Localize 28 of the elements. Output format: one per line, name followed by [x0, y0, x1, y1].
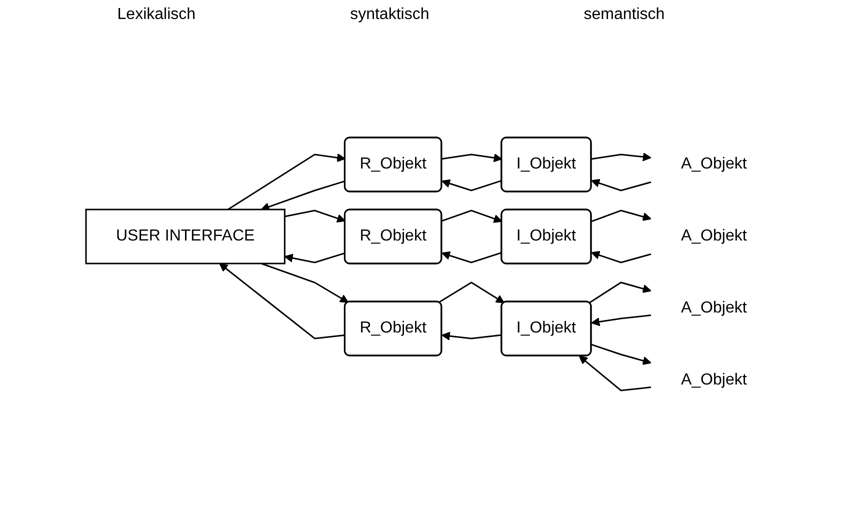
- arrow: [590, 250, 651, 264]
- node-text: A_Objekt: [680, 372, 746, 388]
- node-box: USER INTERFACE: [84, 208, 286, 264]
- arrow: [441, 153, 502, 162]
- node-text: A_Objekt: [680, 156, 746, 172]
- arrow: [590, 210, 651, 222]
- arrow: [438, 282, 504, 304]
- arrow: [218, 263, 345, 340]
- column-heading: semantisch: [584, 6, 665, 24]
- arrow: [260, 262, 348, 303]
- arrow: [578, 356, 651, 392]
- column-heading: syntaktisch: [350, 6, 430, 24]
- arrow: [590, 178, 651, 192]
- arrow: [441, 179, 502, 192]
- arrow: [590, 344, 651, 365]
- arrow: [227, 153, 346, 210]
- arrow: [284, 252, 345, 264]
- arrow: [260, 180, 345, 211]
- node-text: A_Objekt: [680, 228, 746, 244]
- arrow: [590, 314, 651, 326]
- arrow: [590, 152, 651, 162]
- column-heading: Lexikalisch: [117, 6, 196, 24]
- node-text: A_Objekt: [680, 300, 746, 316]
- arrow: [441, 210, 502, 223]
- arrow: [284, 210, 346, 223]
- arrow: [441, 332, 502, 340]
- arrow: [588, 282, 651, 304]
- arrow: [441, 251, 502, 264]
